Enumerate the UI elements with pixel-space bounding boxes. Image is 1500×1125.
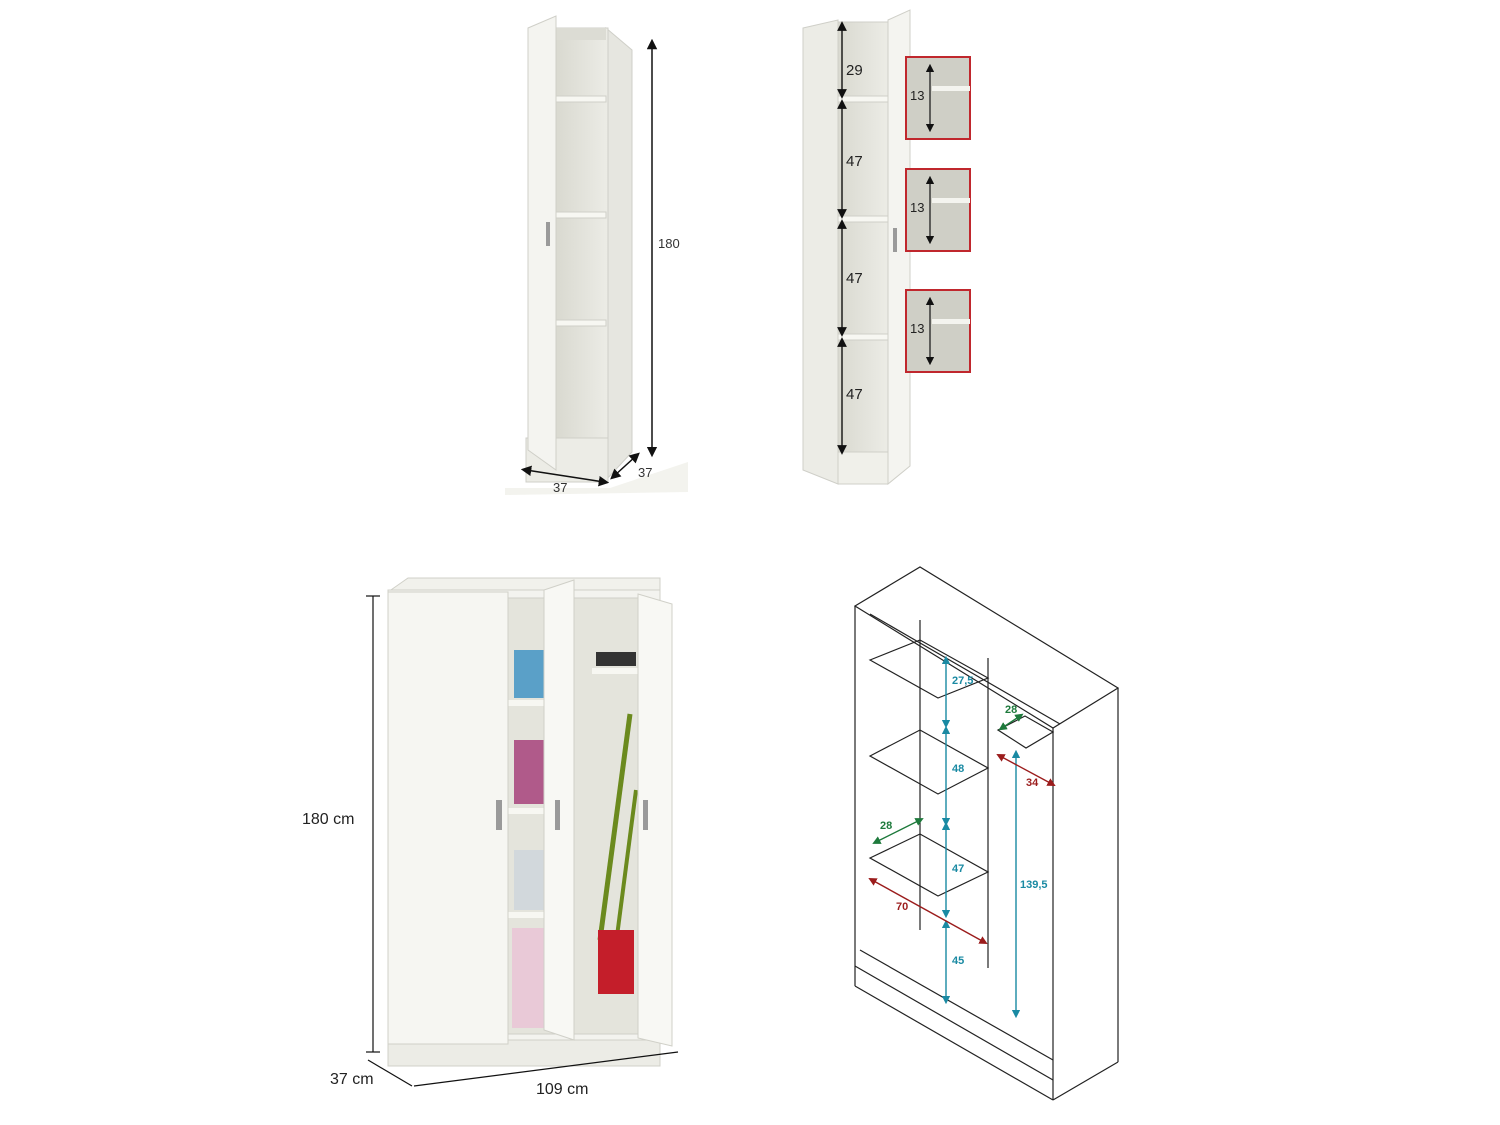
triple-cabinet-overview: 180 cm 37 cm 109 cm: [302, 577, 679, 1098]
teal-label-3: 47: [952, 863, 964, 875]
teal-label-2: 48: [952, 763, 964, 775]
green-label-1: 28: [1005, 704, 1017, 716]
triple-diagram-dims: 27,5 48 47 45 139,5 28 28 34 70: [868, 655, 1056, 1019]
inset-label-2: 13: [910, 200, 924, 215]
single-cabinet-interior: 29 47 47 47 13 13 13: [802, 9, 971, 486]
section-label-4: 47: [846, 386, 863, 403]
red-label-1: 34: [1026, 777, 1039, 789]
single-height-label: 180: [658, 236, 680, 251]
shelf-inset-3: 13: [905, 289, 971, 373]
section-label-2: 47: [846, 153, 863, 170]
single-width-label: 37: [553, 480, 567, 495]
teal-label-5: 139,5: [1020, 879, 1048, 891]
inset-label-1: 13: [910, 88, 924, 103]
red-label-2: 70: [896, 901, 908, 913]
shelf-inset-1: 13: [905, 56, 971, 140]
section-label-1: 29: [846, 62, 863, 79]
triple-width-label: 109 cm: [536, 1081, 588, 1098]
section-label-3: 47: [846, 270, 863, 287]
single-cabinet-overview: 180 37 37: [505, 15, 688, 495]
teal-label-1: 27,5: [952, 675, 973, 687]
teal-label-4: 45: [952, 955, 964, 967]
shelf-inset-2: 13: [905, 168, 971, 252]
green-label-2: 28: [880, 820, 892, 832]
triple-height-label: 180 cm: [302, 811, 354, 828]
triple-depth-label: 37 cm: [330, 1071, 374, 1088]
single-depth-label: 37: [638, 465, 652, 480]
inset-label-3: 13: [910, 321, 924, 336]
